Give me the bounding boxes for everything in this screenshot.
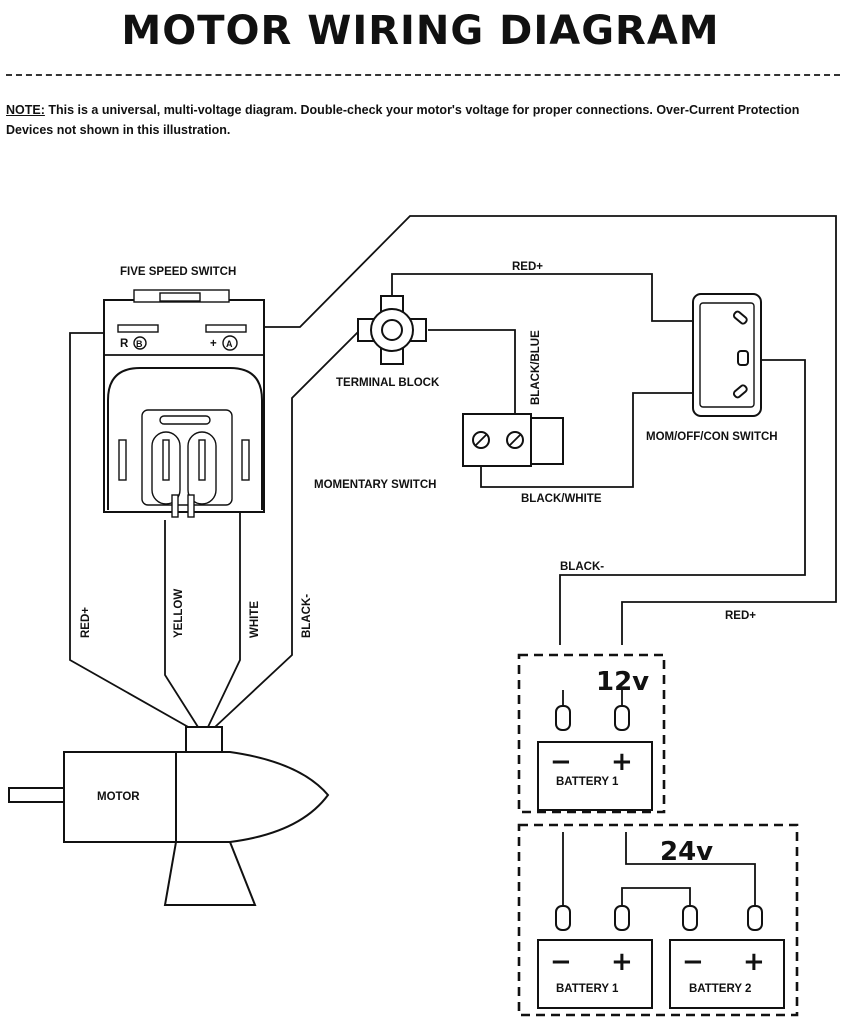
lug-24v-b2-plus (747, 905, 763, 931)
five-speed-switch: FIVE SPEED SWITCH R B + A (103, 266, 265, 518)
terminal-block-hub (381, 319, 403, 341)
marking-a-circle (222, 335, 238, 351)
note-text: This is a universal, multi-voltage diagr… (6, 103, 800, 137)
page-title: MOTOR WIRING DIAGRAM (121, 8, 720, 54)
motor-shaft-collar (185, 726, 223, 753)
label-yellow: YELLOW (173, 589, 185, 638)
label-black-blue: BLACK/BLUE (530, 330, 542, 405)
lug-12v-plus (614, 705, 630, 731)
mom-off-con-switch: MOM/OFF/CON SWITCH (646, 293, 778, 443)
switch-post-right (187, 494, 195, 518)
battery-24v-dashed-box (517, 823, 799, 1017)
jumper-24v-series (621, 887, 691, 912)
trolling-motor: MOTOR (8, 726, 330, 906)
label-black-white: BLACK/WHITE (521, 493, 602, 505)
mom-off-con-switch-label: MOM/OFF/CON SWITCH (646, 431, 778, 443)
battery-group-12v: 12v − + BATTERY 1 (517, 653, 666, 814)
switch-post-left (171, 494, 179, 518)
note-lead: NOTE: (6, 103, 45, 117)
wire-black-blue (428, 329, 516, 440)
momentary-switch-button (530, 417, 564, 465)
battery-12v-dashed-box (517, 653, 666, 814)
voltage-24v: 24v (660, 837, 713, 867)
wire-outer-loop (232, 215, 837, 645)
motor-skeg (163, 841, 257, 906)
switch-top-notch (159, 292, 201, 302)
battery-group-24v: 24v − + − + BATTERY 1 BATTERY 2 (517, 823, 799, 1017)
battery-24v-1 (537, 939, 653, 1009)
rocker-terminal-bottom (732, 384, 748, 399)
lug-24v-b2-minus (682, 905, 698, 931)
screw-slot-left (475, 434, 487, 446)
rocker-terminal-mid (737, 350, 749, 366)
marking-a: A (226, 339, 233, 349)
battery-12v (537, 741, 653, 811)
terminal-block-label: TERMINAL BLOCK (336, 377, 440, 389)
terminal-block: TERMINAL BLOCK (336, 295, 440, 389)
marking-b-circle (133, 336, 147, 350)
motor-housing (63, 751, 177, 843)
label-red-left: RED+ (80, 607, 92, 638)
battery-12v-plus: + (611, 747, 633, 777)
battery-24v-2-plus: + (743, 947, 765, 977)
contact-bar (159, 415, 211, 425)
motor-prop-shaft (8, 787, 65, 803)
wire-black-white (480, 392, 738, 488)
battery-12v-label: BATTERY 1 (556, 776, 619, 788)
lug-12v-minus (555, 705, 571, 731)
battery-24v-2-label: BATTERY 2 (689, 983, 751, 995)
wire-white (207, 505, 241, 728)
five-speed-switch-label: FIVE SPEED SWITCH (120, 266, 236, 278)
wire-red-left (69, 332, 191, 729)
wire-yellow (164, 520, 199, 728)
marking-b: B (136, 339, 143, 349)
rocker-switch-face (699, 302, 755, 408)
lug-24v-b1-minus (555, 905, 571, 931)
momentary-switch: MOMENTARY SWITCH (314, 413, 564, 491)
label-red-plus-right: RED+ (725, 610, 756, 622)
motor-label: MOTOR (97, 791, 140, 803)
screw-slot-right (509, 434, 521, 446)
side-terminal-left (118, 439, 127, 481)
marking-r: R (120, 338, 129, 350)
label-red-top: RED+ (512, 261, 543, 273)
battery-24v-2-minus: − (682, 947, 704, 977)
label-black-minus: BLACK- (560, 561, 604, 573)
rocker-terminal-top (732, 310, 748, 325)
note-paragraph: NOTE: This is a universal, multi-voltage… (6, 100, 836, 140)
marking-plus: + (210, 338, 217, 350)
battery-24v-2 (669, 939, 785, 1009)
wire-black-minus (559, 359, 806, 645)
contact-slot-yellow (162, 439, 170, 481)
terminal-r (117, 324, 159, 333)
battery-24v-1-label: BATTERY 1 (556, 983, 619, 995)
battery-24v-1-minus: − (550, 947, 572, 977)
wire-red-top (391, 273, 735, 322)
contact-slot-white (198, 439, 206, 481)
label-black-left: BLACK- (301, 594, 313, 638)
side-terminal-right (241, 439, 250, 481)
motor-nose-cone (175, 751, 330, 843)
terminal-a (205, 324, 247, 333)
lead-24v-plus (625, 832, 756, 912)
battery-24v-1-plus: + (611, 947, 633, 977)
label-white: WHITE (249, 601, 261, 638)
momentary-switch-label: MOMENTARY SWITCH (314, 479, 436, 491)
dashed-divider (6, 74, 840, 76)
wire-black-left (214, 329, 361, 728)
lug-24v-b1-plus (614, 905, 630, 931)
battery-12v-minus: − (550, 747, 572, 777)
